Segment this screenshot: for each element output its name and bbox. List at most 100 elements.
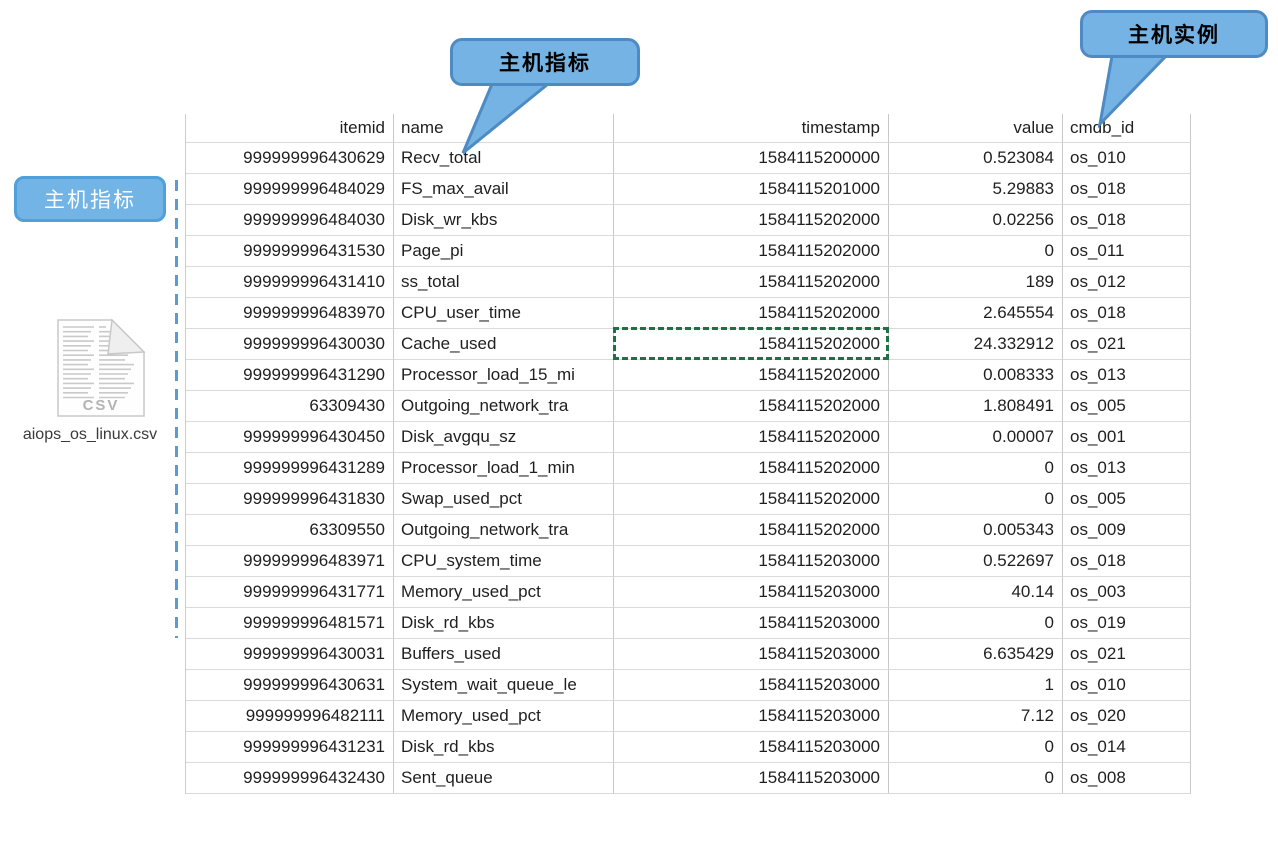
table-cell[interactable]: Disk_rd_kbs (394, 608, 614, 639)
table-cell[interactable]: 1584115202000 (614, 422, 889, 453)
table-cell[interactable]: 1584115203000 (614, 608, 889, 639)
table-cell[interactable]: 0.00007 (889, 422, 1063, 453)
table-cell[interactable]: Sent_queue (394, 763, 614, 794)
table-cell[interactable]: 999999996430629 (186, 143, 394, 174)
table-cell[interactable]: Disk_wr_kbs (394, 205, 614, 236)
table-cell[interactable]: 999999996481571 (186, 608, 394, 639)
table-cell[interactable]: 999999996484030 (186, 205, 394, 236)
table-cell[interactable]: 999999996431771 (186, 577, 394, 608)
table-cell[interactable]: 1584115201000 (614, 174, 889, 205)
table-cell[interactable]: Cache_used (394, 329, 614, 360)
table-cell[interactable]: 999999996431410 (186, 267, 394, 298)
table-cell[interactable]: 1584115202000 (614, 236, 889, 267)
column-header-cmdb_id[interactable]: cmdb_id (1063, 114, 1191, 143)
table-cell[interactable]: 63309430 (186, 391, 394, 422)
column-header-timestamp[interactable]: timestamp (614, 114, 889, 143)
column-header-itemid[interactable]: itemid (186, 114, 394, 143)
table-cell[interactable]: 999999996431290 (186, 360, 394, 391)
table-cell[interactable]: os_020 (1063, 701, 1191, 732)
table-cell[interactable]: 189 (889, 267, 1063, 298)
table-cell[interactable]: Swap_used_pct (394, 484, 614, 515)
table-cell[interactable]: 2.645554 (889, 298, 1063, 329)
table-cell[interactable]: 999999996484029 (186, 174, 394, 205)
table-cell[interactable]: ss_total (394, 267, 614, 298)
table-cell[interactable]: CPU_user_time (394, 298, 614, 329)
table-cell[interactable]: Memory_used_pct (394, 701, 614, 732)
table-cell[interactable]: os_013 (1063, 360, 1191, 391)
table-cell[interactable]: 6.635429 (889, 639, 1063, 670)
table-cell[interactable]: 1.808491 (889, 391, 1063, 422)
table-cell[interactable]: 0 (889, 453, 1063, 484)
table-cell[interactable]: Disk_avgqu_sz (394, 422, 614, 453)
table-cell[interactable]: os_005 (1063, 391, 1191, 422)
table-cell[interactable]: 999999996431530 (186, 236, 394, 267)
table-cell[interactable]: 0 (889, 763, 1063, 794)
table-cell[interactable]: 63309550 (186, 515, 394, 546)
table-cell[interactable]: 1584115202000 (614, 360, 889, 391)
table-cell[interactable]: 0.005343 (889, 515, 1063, 546)
csv-file-icon[interactable]: CSV (50, 316, 150, 424)
table-cell[interactable]: 999999996483971 (186, 546, 394, 577)
table-cell[interactable]: 0.523084 (889, 143, 1063, 174)
table-cell[interactable]: os_010 (1063, 143, 1191, 174)
table-cell[interactable]: 1584115202000 (614, 484, 889, 515)
table-cell[interactable]: os_009 (1063, 515, 1191, 546)
table-cell[interactable]: Processor_load_1_min (394, 453, 614, 484)
table-cell[interactable]: os_018 (1063, 546, 1191, 577)
table-cell[interactable]: 1584115202000 (614, 453, 889, 484)
table-cell[interactable]: 1584115203000 (614, 670, 889, 701)
table-cell[interactable]: 0 (889, 608, 1063, 639)
table-cell[interactable]: Processor_load_15_mi (394, 360, 614, 391)
table-cell[interactable]: 0 (889, 236, 1063, 267)
table-cell[interactable]: Memory_used_pct (394, 577, 614, 608)
table-cell[interactable]: 1584115203000 (614, 577, 889, 608)
table-cell[interactable]: 1584115203000 (614, 763, 889, 794)
table-cell[interactable]: CPU_system_time (394, 546, 614, 577)
table-cell[interactable]: os_008 (1063, 763, 1191, 794)
table-cell[interactable]: 999999996431231 (186, 732, 394, 763)
table-cell[interactable]: 999999996482111 (186, 701, 394, 732)
table-cell[interactable]: Outgoing_network_tra (394, 391, 614, 422)
selected-cell[interactable]: 1584115202000 (613, 327, 889, 360)
table-cell[interactable]: 1584115203000 (614, 546, 889, 577)
table-cell[interactable]: Recv_total (394, 143, 614, 174)
table-cell[interactable]: os_011 (1063, 236, 1191, 267)
table-cell[interactable]: os_018 (1063, 174, 1191, 205)
table-cell[interactable]: os_021 (1063, 639, 1191, 670)
table-cell[interactable]: os_019 (1063, 608, 1191, 639)
table-cell[interactable]: os_005 (1063, 484, 1191, 515)
table-cell[interactable]: 999999996430030 (186, 329, 394, 360)
table-cell[interactable]: os_018 (1063, 298, 1191, 329)
table-cell[interactable]: os_012 (1063, 267, 1191, 298)
table-cell[interactable]: System_wait_queue_le (394, 670, 614, 701)
table-cell[interactable]: Buffers_used (394, 639, 614, 670)
table-cell[interactable]: os_003 (1063, 577, 1191, 608)
table-cell[interactable]: 999999996430031 (186, 639, 394, 670)
table-cell[interactable]: 7.12 (889, 701, 1063, 732)
table-cell[interactable]: 1584115202000 (614, 205, 889, 236)
table-cell[interactable]: 1584115203000 (614, 639, 889, 670)
table-cell[interactable]: FS_max_avail (394, 174, 614, 205)
table-cell[interactable]: os_021 (1063, 329, 1191, 360)
table-cell[interactable]: 999999996431289 (186, 453, 394, 484)
table-cell[interactable]: 1584115202000 (614, 267, 889, 298)
table-cell[interactable]: 1584115200000 (614, 143, 889, 174)
table-cell[interactable]: 5.29883 (889, 174, 1063, 205)
column-header-value[interactable]: value (889, 114, 1063, 143)
table-cell[interactable]: 0 (889, 484, 1063, 515)
table-cell[interactable]: 0 (889, 732, 1063, 763)
table-cell[interactable]: 1584115203000 (614, 701, 889, 732)
table-cell[interactable]: 0.008333 (889, 360, 1063, 391)
table-cell[interactable]: 999999996483970 (186, 298, 394, 329)
table-cell[interactable]: os_013 (1063, 453, 1191, 484)
table-cell[interactable]: 1584115202000 (614, 298, 889, 329)
table-cell[interactable]: Disk_rd_kbs (394, 732, 614, 763)
table-cell[interactable]: os_018 (1063, 205, 1191, 236)
table-cell[interactable]: os_010 (1063, 670, 1191, 701)
table-cell[interactable]: 1584115202000 (614, 391, 889, 422)
table-cell[interactable]: 1 (889, 670, 1063, 701)
table-cell[interactable]: 24.332912 (889, 329, 1063, 360)
table-cell[interactable]: 0.522697 (889, 546, 1063, 577)
table-cell[interactable]: 999999996430631 (186, 670, 394, 701)
table-cell[interactable]: 999999996432430 (186, 763, 394, 794)
